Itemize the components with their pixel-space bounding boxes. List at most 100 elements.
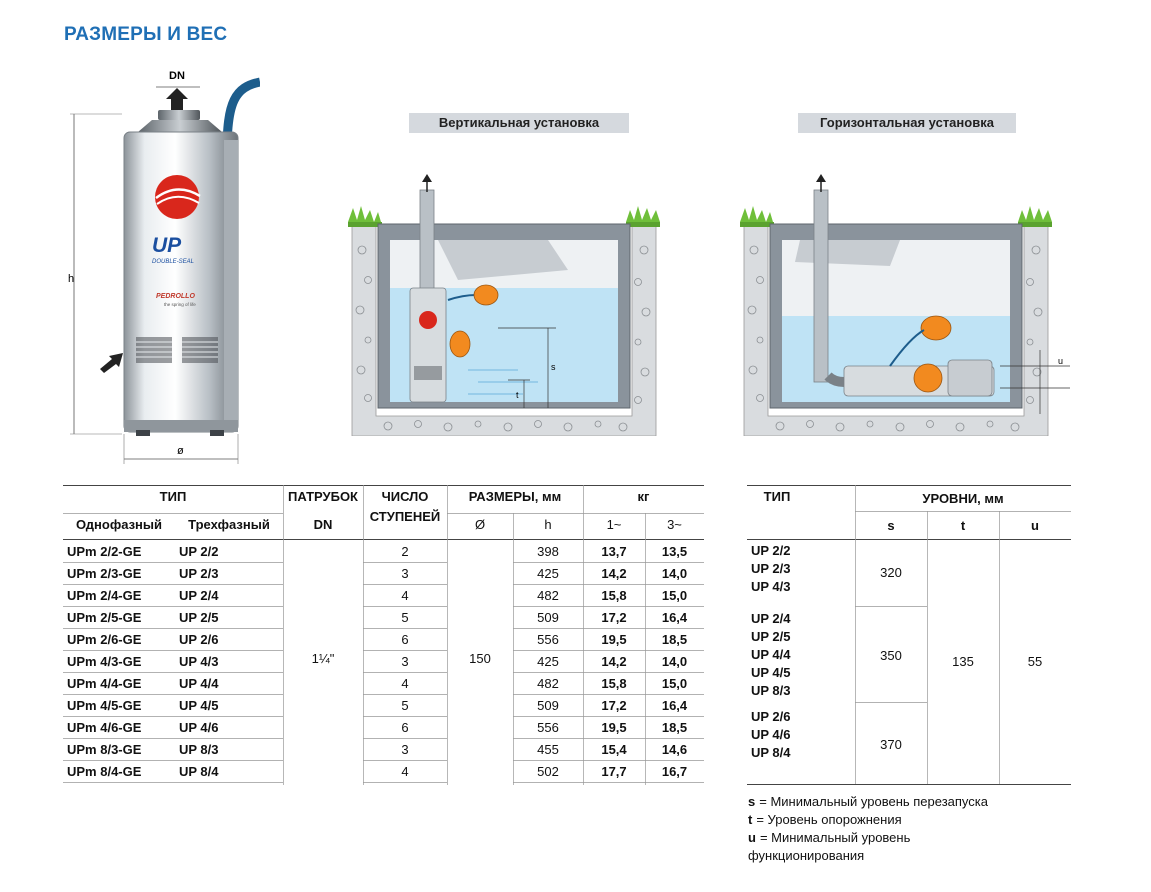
t-level-label: t	[516, 390, 519, 400]
cell-w3: 18,5	[661, 720, 688, 735]
horizontal-installation-diagram: u	[740, 174, 1070, 436]
cell-h: 502	[537, 764, 559, 779]
col-stages-header: ЧИСЛО	[381, 489, 429, 504]
col-levels-header: УРОВНИ, мм	[922, 491, 1004, 506]
grass-right	[626, 206, 660, 222]
u-value: 55	[1027, 654, 1043, 669]
brand-sub-label: DOUBLE-SEAL	[152, 259, 194, 265]
u-level-label: u	[1058, 356, 1063, 366]
cell-single: UPm 8/4-GE	[67, 764, 142, 779]
legend-note: u= Минимальный уровень	[748, 829, 1078, 847]
cell-w3: 16,4	[661, 610, 688, 625]
cell-w3: 14,0	[661, 566, 688, 581]
cell-w1: 15,4	[601, 742, 627, 757]
legend-text: функционирования	[748, 848, 865, 863]
intake-grille	[136, 337, 218, 363]
cell-h: 556	[537, 632, 559, 647]
horizontal-caption: Горизонтальная установка	[798, 113, 1016, 133]
cell-single: UPm 4/3-GE	[67, 654, 142, 669]
cell-w3: 13,5	[661, 544, 688, 559]
cell-stages: 4	[401, 588, 409, 603]
diam-dim-label: ø	[177, 445, 184, 457]
cell-w3: 16,4	[661, 698, 688, 713]
cell-single: UPm 2/3-GE	[67, 566, 142, 581]
diam-value: 150	[469, 651, 491, 666]
cell-w1: 17,2	[601, 610, 627, 625]
cell-three: UP 2/3	[179, 566, 219, 581]
cell-w1: 19,5	[601, 632, 627, 647]
cell-stages: 5	[401, 698, 409, 713]
s-level-label: s	[551, 362, 556, 372]
cell-h: 509	[537, 610, 559, 625]
cell-stages: 3	[401, 742, 409, 757]
cell-three: UP 8/4	[179, 764, 219, 779]
cell-stages: 3	[401, 566, 409, 581]
type-item: UP 2/3	[751, 561, 791, 576]
outlet-arrow-icon	[166, 88, 188, 110]
type-item: UP 2/2	[751, 543, 791, 558]
cell-h: 398	[537, 544, 559, 559]
cell-w3: 15,0	[661, 588, 688, 603]
grass-right	[1018, 206, 1052, 222]
cell-stages: 6	[401, 720, 409, 735]
legend-text: = Минимальный уровень перезапуска	[759, 794, 988, 809]
levels-table-grid	[747, 485, 1071, 785]
cell-three: UP 4/3	[179, 654, 219, 669]
col-nozzle-header: ПАТРУБОК	[287, 489, 358, 504]
cell-w1: 17,7	[601, 764, 627, 779]
t-value: 135	[952, 654, 974, 669]
col-stages-header-2: СТУПЕНЕЙ	[369, 509, 441, 524]
type-item: UP 2/6	[751, 709, 791, 724]
cell-single: UPm 2/4-GE	[67, 588, 142, 603]
s-value: 350	[880, 648, 902, 663]
col-u-header: u	[1031, 518, 1039, 533]
cell-stages: 4	[401, 676, 409, 691]
vertical-caption: Вертикальная установка	[409, 113, 629, 133]
cell-stages: 4	[401, 764, 409, 779]
type-item: UP 4/3	[751, 579, 791, 594]
cell-h: 509	[537, 698, 559, 713]
cell-w1: 17,2	[601, 698, 627, 713]
legend-note: t= Уровень опорожнения	[748, 811, 1078, 829]
pump-illustration: h ø DN UP DOUBLE-SEAL PEDROLLO the sprin…	[68, 70, 260, 464]
cell-three: UP 2/2	[179, 544, 219, 559]
h-dim-label: h	[68, 273, 74, 285]
col-type-header: ТИП	[159, 489, 187, 504]
vertical-installation-diagram: s t	[348, 174, 660, 436]
cell-h: 556	[537, 720, 559, 735]
legend-key: t	[748, 812, 753, 827]
cell-single: UPm 8/3-GE	[67, 742, 142, 757]
cell-w3: 14,0	[661, 654, 688, 669]
legend-text: = Минимальный уровень	[759, 830, 911, 845]
cell-single: UPm 4/4-GE	[67, 676, 142, 691]
cell-single: UPm 4/6-GE	[67, 720, 142, 735]
cell-w1: 15,8	[601, 588, 627, 603]
col-kg-header: кг	[637, 489, 650, 504]
cell-w1: 13,7	[601, 544, 627, 559]
col-3phase-header: 3~	[667, 517, 682, 532]
legend-text: = Уровень опорожнения	[756, 812, 902, 827]
type-item: UP 2/5	[751, 629, 791, 644]
col-s-header: s	[887, 518, 895, 533]
col-three-header: Трехфазный	[188, 517, 270, 532]
cell-single: UPm 4/5-GE	[67, 698, 142, 713]
col-nozzle-dn-header: DN	[313, 517, 333, 532]
cell-w3: 18,5	[661, 632, 688, 647]
cell-stages: 2	[401, 544, 409, 559]
cell-w1: 14,2	[601, 654, 627, 669]
intake-arrow-icon	[100, 353, 123, 373]
legend-key: u	[748, 830, 756, 845]
dimensions-table-grid	[63, 485, 704, 785]
cell-h: 482	[537, 588, 559, 603]
cell-w1: 14,2	[601, 566, 627, 581]
col-1phase-header: 1~	[606, 517, 622, 532]
cell-three: UP 4/6	[179, 720, 219, 735]
col-size-header: РАЗМЕРЫ, мм	[468, 489, 562, 504]
grass-left	[740, 206, 773, 222]
cell-stages: 6	[401, 632, 409, 647]
dn-dim-label: DN	[169, 70, 185, 82]
type-item: UP 4/5	[751, 665, 791, 680]
cell-single: UPm 2/2-GE	[67, 544, 142, 559]
cell-h: 425	[537, 654, 559, 669]
col-diam-header: Ø	[474, 517, 486, 532]
